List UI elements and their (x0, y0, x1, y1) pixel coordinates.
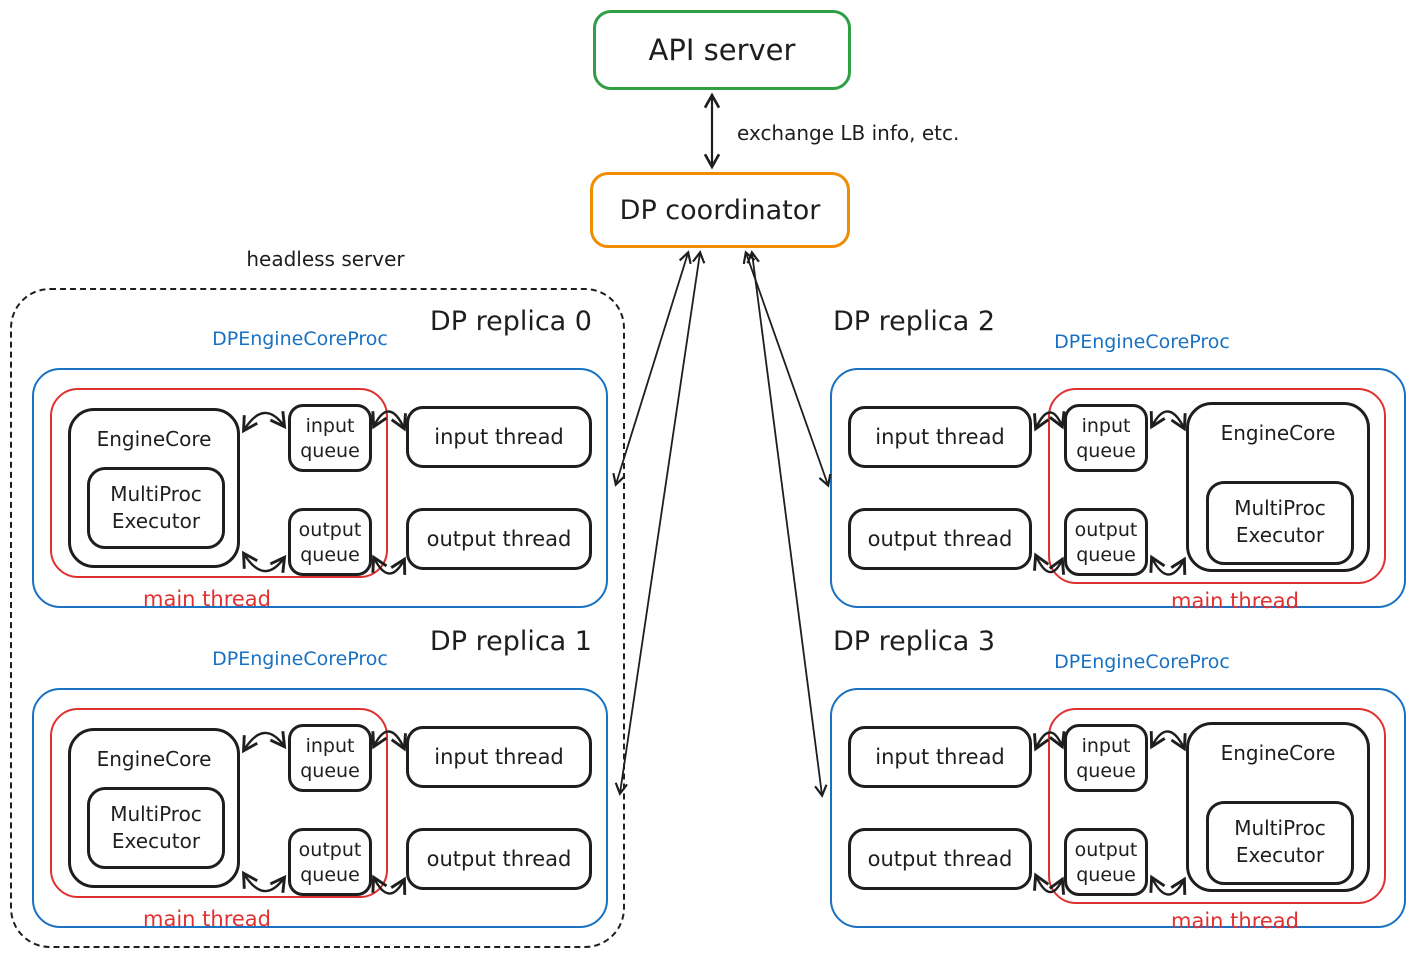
input-queue-box: input queue (1064, 724, 1148, 792)
process-boundary (830, 368, 1406, 608)
main-thread-label: main thread (143, 907, 271, 931)
process-boundary (32, 368, 608, 608)
engine-core-label: EngineCore (1220, 741, 1336, 765)
output-thread-label: output thread (867, 527, 1013, 551)
output-thread-box: output thread (406, 828, 592, 890)
replica-2-title: DP replica 2 (833, 306, 996, 337)
dp-coordinator-label: DP coordinator (619, 194, 821, 226)
main-thread-label: main thread (1171, 589, 1299, 613)
input-thread-label: input thread (434, 745, 564, 769)
multiproc-executor-box: MultiProc Executor (87, 467, 225, 549)
dp-replica-3: DP replica 3 DPEngineCoreProc EngineCore… (830, 626, 1406, 933)
engine-core-label: EngineCore (96, 427, 212, 451)
output-thread-label: output thread (426, 527, 572, 551)
arrow-coordinator-replica1 (614, 250, 706, 796)
output-queue-box: output queue (1064, 828, 1148, 896)
process-boundary (32, 688, 608, 928)
output-thread-box: output thread (406, 508, 592, 570)
dp-coordinator-box: DP coordinator (590, 172, 850, 248)
output-thread-label: output thread (867, 847, 1013, 871)
dpenginecoreproc-label: DPEngineCoreProc (212, 328, 388, 350)
output-queue-box: output queue (288, 508, 372, 576)
input-thread-box: input thread (848, 406, 1032, 468)
engine-core-box: EngineCore MultiProc Executor (68, 408, 240, 568)
arrow-coordinator-replica2 (742, 250, 832, 488)
multiproc-executor-box: MultiProc Executor (1206, 481, 1354, 565)
replica-3-title: DP replica 3 (833, 626, 996, 657)
output-thread-box: output thread (848, 508, 1032, 570)
dpenginecoreproc-label: DPEngineCoreProc (212, 648, 388, 670)
multiproc-executor-box: MultiProc Executor (87, 787, 225, 869)
dpenginecoreproc-label: DPEngineCoreProc (1054, 651, 1230, 673)
dp-replica-1: DP replica 1 DPEngineCoreProc EngineCore… (32, 626, 608, 931)
api-server-label: API server (648, 33, 796, 67)
api-server-box: API server (593, 10, 851, 90)
input-thread-box: input thread (848, 726, 1032, 788)
output-queue-box: output queue (288, 828, 372, 896)
main-thread-boundary (1048, 388, 1386, 584)
engine-core-label: EngineCore (96, 747, 212, 771)
output-thread-box: output thread (848, 828, 1032, 890)
main-thread-boundary (50, 708, 388, 898)
dp-replica-0: DP replica 0 DPEngineCoreProc EngineCore… (32, 306, 608, 611)
output-queue-box: output queue (1064, 508, 1148, 576)
main-thread-boundary (50, 388, 388, 578)
arrow-coordinator-replica3 (746, 250, 828, 798)
replica-0-title: DP replica 0 (429, 306, 592, 337)
input-thread-box: input thread (406, 406, 592, 468)
main-thread-boundary (1048, 708, 1386, 904)
engine-core-label: EngineCore (1220, 421, 1336, 445)
engine-core-box: EngineCore MultiProc Executor (1186, 722, 1370, 892)
input-queue-box: input queue (288, 404, 372, 472)
input-thread-label: input thread (875, 425, 1005, 449)
engine-core-box: EngineCore MultiProc Executor (68, 728, 240, 888)
dp-replica-2: DP replica 2 DPEngineCoreProc EngineCore… (830, 306, 1406, 613)
multiproc-executor-box: MultiProc Executor (1206, 801, 1354, 885)
exchange-lb-info-label: exchange LB info, etc. (737, 121, 960, 145)
headless-server-label: headless server (246, 247, 405, 271)
replica-1-title: DP replica 1 (429, 626, 592, 657)
input-thread-label: input thread (434, 425, 564, 449)
engine-core-box: EngineCore MultiProc Executor (1186, 402, 1370, 572)
dpenginecoreproc-label: DPEngineCoreProc (1054, 331, 1230, 353)
input-queue-box: input queue (288, 724, 372, 792)
input-queue-box: input queue (1064, 404, 1148, 472)
input-thread-label: input thread (875, 745, 1005, 769)
process-boundary (830, 688, 1406, 928)
main-thread-label: main thread (143, 587, 271, 611)
output-thread-label: output thread (426, 847, 572, 871)
arrow-coordinator-replica0 (612, 250, 692, 487)
input-thread-box: input thread (406, 726, 592, 788)
main-thread-label: main thread (1171, 909, 1299, 933)
